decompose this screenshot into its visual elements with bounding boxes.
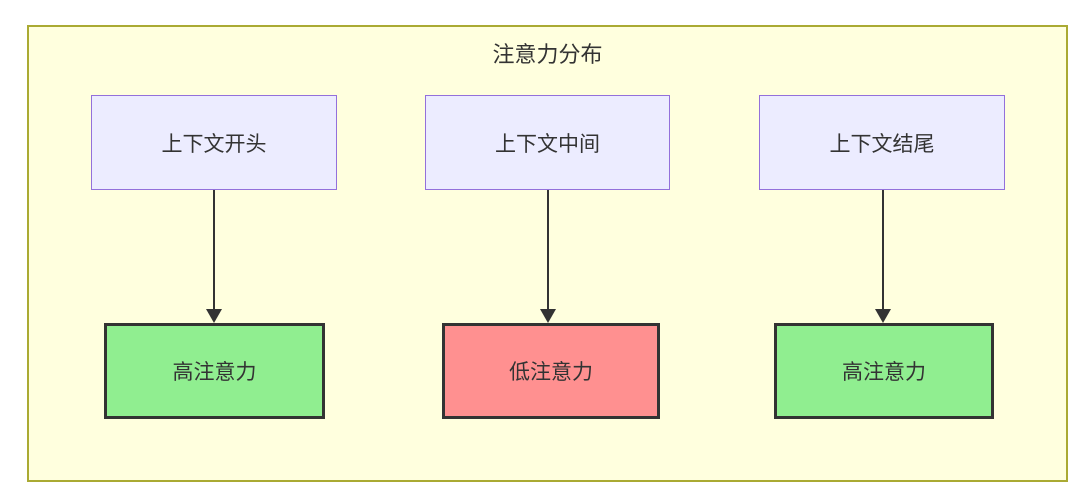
node-context-middle-label: 上下文中间 bbox=[495, 132, 600, 156]
diagram-title: 注意力分布 bbox=[492, 42, 603, 67]
node-high-attention-left: 高注意力 bbox=[104, 323, 325, 419]
node-low-attention: 低注意力 bbox=[442, 323, 660, 419]
arrow-head-icon bbox=[206, 309, 222, 323]
node-context-start-label: 上下文开头 bbox=[161, 132, 267, 156]
arrow-line bbox=[882, 190, 884, 311]
node-context-end: 上下文结尾 bbox=[759, 95, 1005, 190]
node-low-attention-label: 低注意力 bbox=[509, 361, 593, 384]
node-high-attention-right: 高注意力 bbox=[774, 323, 994, 419]
arrow-line bbox=[213, 190, 215, 311]
arrow-head-icon bbox=[875, 309, 891, 323]
arrow-head-icon bbox=[540, 309, 556, 323]
node-high-attention-left-label: 高注意力 bbox=[172, 361, 257, 384]
node-context-middle: 上下文中间 bbox=[425, 95, 670, 190]
node-context-start: 上下文开头 bbox=[91, 95, 337, 190]
node-context-end-label: 上下文结尾 bbox=[829, 132, 935, 156]
arrow-line bbox=[547, 190, 549, 311]
node-high-attention-right-label: 高注意力 bbox=[842, 361, 926, 384]
diagram-container: 注意力分布 上下文开头 上下文中间 上下文结尾 高注意力 低注意力 高注意力 bbox=[27, 25, 1068, 482]
